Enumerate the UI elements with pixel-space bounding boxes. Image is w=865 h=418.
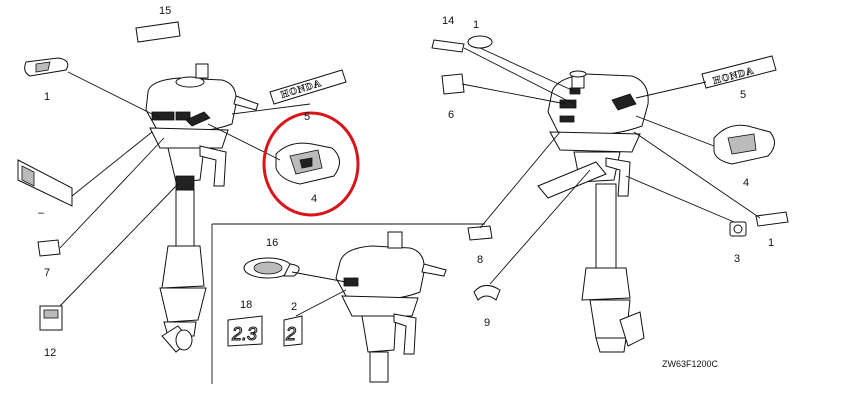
svg-text:2.3: 2.3 (231, 324, 257, 344)
callout-labels: 15 5 4 7 12 16 18 2 14 6 5 4 8 9 3 ZW63F… (44, 5, 749, 369)
decal-strip-right (755, 211, 789, 227)
inset-panel: 2.3 2 (211, 223, 485, 384)
decal-7 (37, 239, 61, 257)
honda-emblem-right: HONDA (701, 55, 777, 89)
callout-6: 6 (448, 109, 454, 121)
svg-text:HONDA: HONDA (280, 78, 324, 101)
highlight-circle (262, 111, 360, 217)
left-outboard-motor (145, 63, 259, 353)
decal-16 (243, 257, 300, 279)
callout-18: 18 (240, 299, 252, 311)
callout-7: 7 (44, 267, 50, 279)
callout-16: 16 (266, 237, 278, 249)
callout-15: 15 (159, 5, 171, 17)
decal-6 (441, 73, 465, 95)
callout-8: 8 (477, 254, 483, 266)
callout-2: 2 (291, 301, 297, 313)
svg-text:1: 1 (44, 91, 50, 103)
svg-text:1: 1 (473, 19, 479, 31)
callout-5-right: 5 (740, 89, 746, 101)
decal-12 (39, 305, 63, 331)
decal-oval (467, 35, 493, 49)
callout-4-left: 4 (311, 193, 317, 205)
callout-14: 14 (442, 15, 454, 27)
clip-9 (473, 285, 501, 301)
decal-2-badge-inset: 2 (283, 315, 303, 347)
right-outboard-motor (537, 70, 649, 353)
svg-text:2: 2 (285, 324, 296, 344)
emblem-4-right (713, 124, 775, 165)
callout-12: 12 (44, 347, 56, 359)
svg-text:1: 1 (768, 237, 774, 249)
callout-9: 9 (484, 317, 490, 329)
honda-emblem-left: HONDA (269, 69, 347, 105)
decal-8 (467, 225, 493, 241)
emblem-4-highlighted (275, 142, 340, 185)
right-leader-lines (461, 47, 761, 285)
decal-2-badge-left (17, 159, 73, 207)
callout-4-right: 4 (743, 177, 749, 189)
decal-14 (431, 39, 465, 53)
svg-text:–: – (38, 207, 45, 219)
decal-15 (135, 21, 181, 43)
decal-18: 2.3 (227, 315, 263, 347)
callout-5-left: 5 (304, 111, 310, 123)
callout-3: 3 (734, 253, 740, 265)
left-leader-lines (59, 71, 311, 307)
part-code: ZW63F1200C (662, 359, 719, 369)
